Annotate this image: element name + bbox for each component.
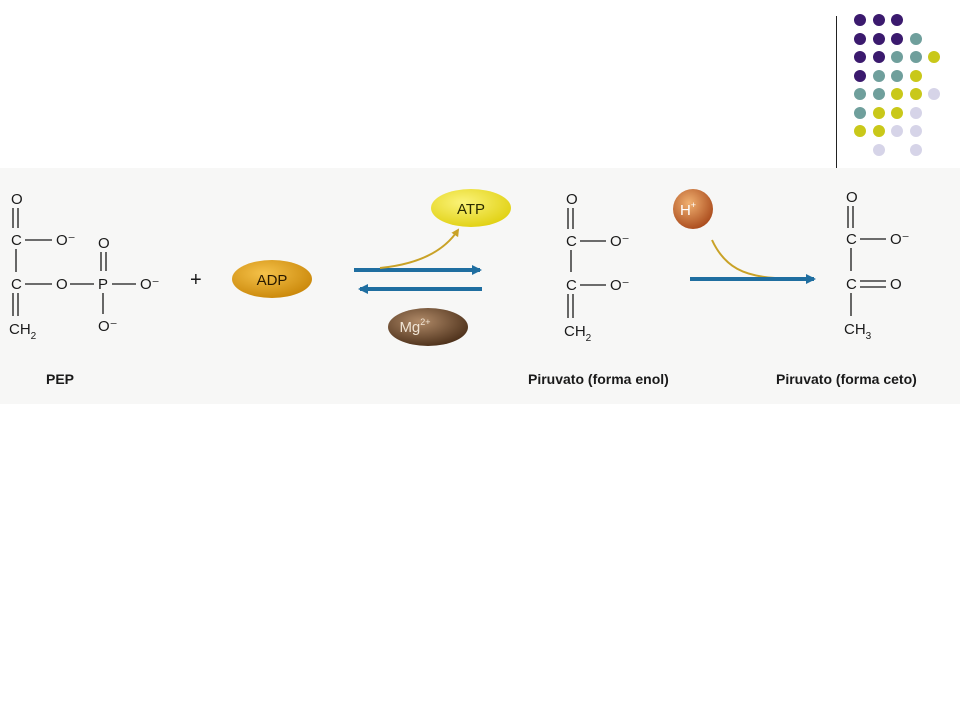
keto-label: Piruvato (forma ceto) — [776, 371, 917, 387]
pep-ch2: CH2 — [9, 321, 37, 342]
keto-o-top: O — [846, 189, 858, 206]
pyruvate-enol-structure: O C O⁻ C O⁻ CH2 Piruvato (forma enol) — [528, 191, 669, 387]
decorative-dot — [872, 51, 885, 63]
decorative-dot — [891, 51, 903, 63]
decorative-dot-grid — [854, 14, 954, 156]
enol-o-top: O — [566, 191, 578, 208]
pep-p-o-bottom: O⁻ — [98, 318, 118, 335]
decorative-dot — [909, 106, 922, 119]
decorative-dot — [891, 106, 903, 119]
decorative-dot — [909, 51, 922, 63]
decorative-dot — [891, 125, 903, 137]
decorative-dot — [872, 106, 885, 119]
pyruvate-keto-structure: O C O⁻ C O CH3 Piruvato (forma ceto) — [776, 189, 917, 387]
atp-oval: ATP — [431, 189, 511, 227]
adp-oval: ADP — [232, 260, 312, 298]
pep-p-o-top: O — [98, 235, 110, 252]
pep-p-o-right: O⁻ — [140, 276, 160, 293]
pep-o-top: O — [11, 191, 23, 208]
enol-ch2: CH2 — [564, 323, 592, 344]
decorative-dot — [872, 14, 885, 26]
decorative-dot — [891, 32, 903, 45]
decorative-dot — [872, 69, 885, 82]
decorative-dot — [854, 32, 866, 45]
adp-label: ADP — [257, 272, 288, 289]
decorative-dot — [928, 51, 940, 63]
pep-o-minus: O⁻ — [56, 232, 76, 249]
enol-c2: C — [566, 277, 577, 294]
decorative-dot — [891, 88, 903, 100]
pep-phosphorus: P — [98, 276, 108, 293]
reaction-diagram: O C O⁻ C O P O⁻ O O⁻ CH2 PEP + — [0, 168, 960, 404]
h-label: H+ — [680, 200, 696, 219]
decorative-dot — [854, 14, 866, 26]
decorative-dot — [854, 125, 866, 137]
decorative-dot — [872, 32, 885, 45]
enol-o-minus-2: O⁻ — [610, 277, 630, 294]
enol-c1: C — [566, 233, 577, 250]
keto-ch3: CH3 — [844, 321, 872, 342]
enol-label: Piruvato (forma enol) — [528, 371, 669, 387]
decorative-dot — [909, 69, 922, 82]
decorative-dot — [909, 143, 922, 156]
keto-c2: C — [846, 276, 857, 293]
enol-o-minus-1: O⁻ — [610, 233, 630, 250]
decorative-dot — [909, 32, 922, 45]
decorative-dot — [928, 88, 940, 100]
decorative-vertical-line — [836, 16, 837, 171]
decorative-dot — [909, 125, 922, 137]
decorative-dot — [909, 88, 922, 100]
decorative-dot — [891, 14, 903, 26]
h-ion-ball: H+ — [673, 189, 713, 229]
decorative-dot — [854, 69, 866, 82]
mg-label: Mg2+ — [399, 317, 430, 336]
decorative-dot — [872, 88, 885, 100]
decorative-dot — [891, 69, 903, 82]
mg-oval: Mg2+ — [388, 308, 468, 346]
pep-label: PEP — [46, 371, 74, 387]
pep-bridge-o: O — [56, 276, 68, 293]
atp-release-arrow — [379, 228, 460, 269]
keto-o-minus: O⁻ — [890, 231, 910, 248]
pep-structure: O C O⁻ C O P O⁻ O O⁻ CH2 PEP — [9, 191, 160, 387]
decorative-dot — [854, 51, 866, 63]
decorative-dot — [854, 88, 866, 100]
keto-c1: C — [846, 231, 857, 248]
pep-c2: C — [11, 276, 22, 293]
decorative-dot — [872, 143, 885, 156]
plus-sign: + — [190, 269, 202, 291]
decorative-dot — [872, 125, 885, 137]
keto-o-double: O — [890, 276, 902, 293]
atp-label: ATP — [457, 201, 485, 218]
pep-c1: C — [11, 232, 22, 249]
decorative-dot — [854, 106, 866, 119]
